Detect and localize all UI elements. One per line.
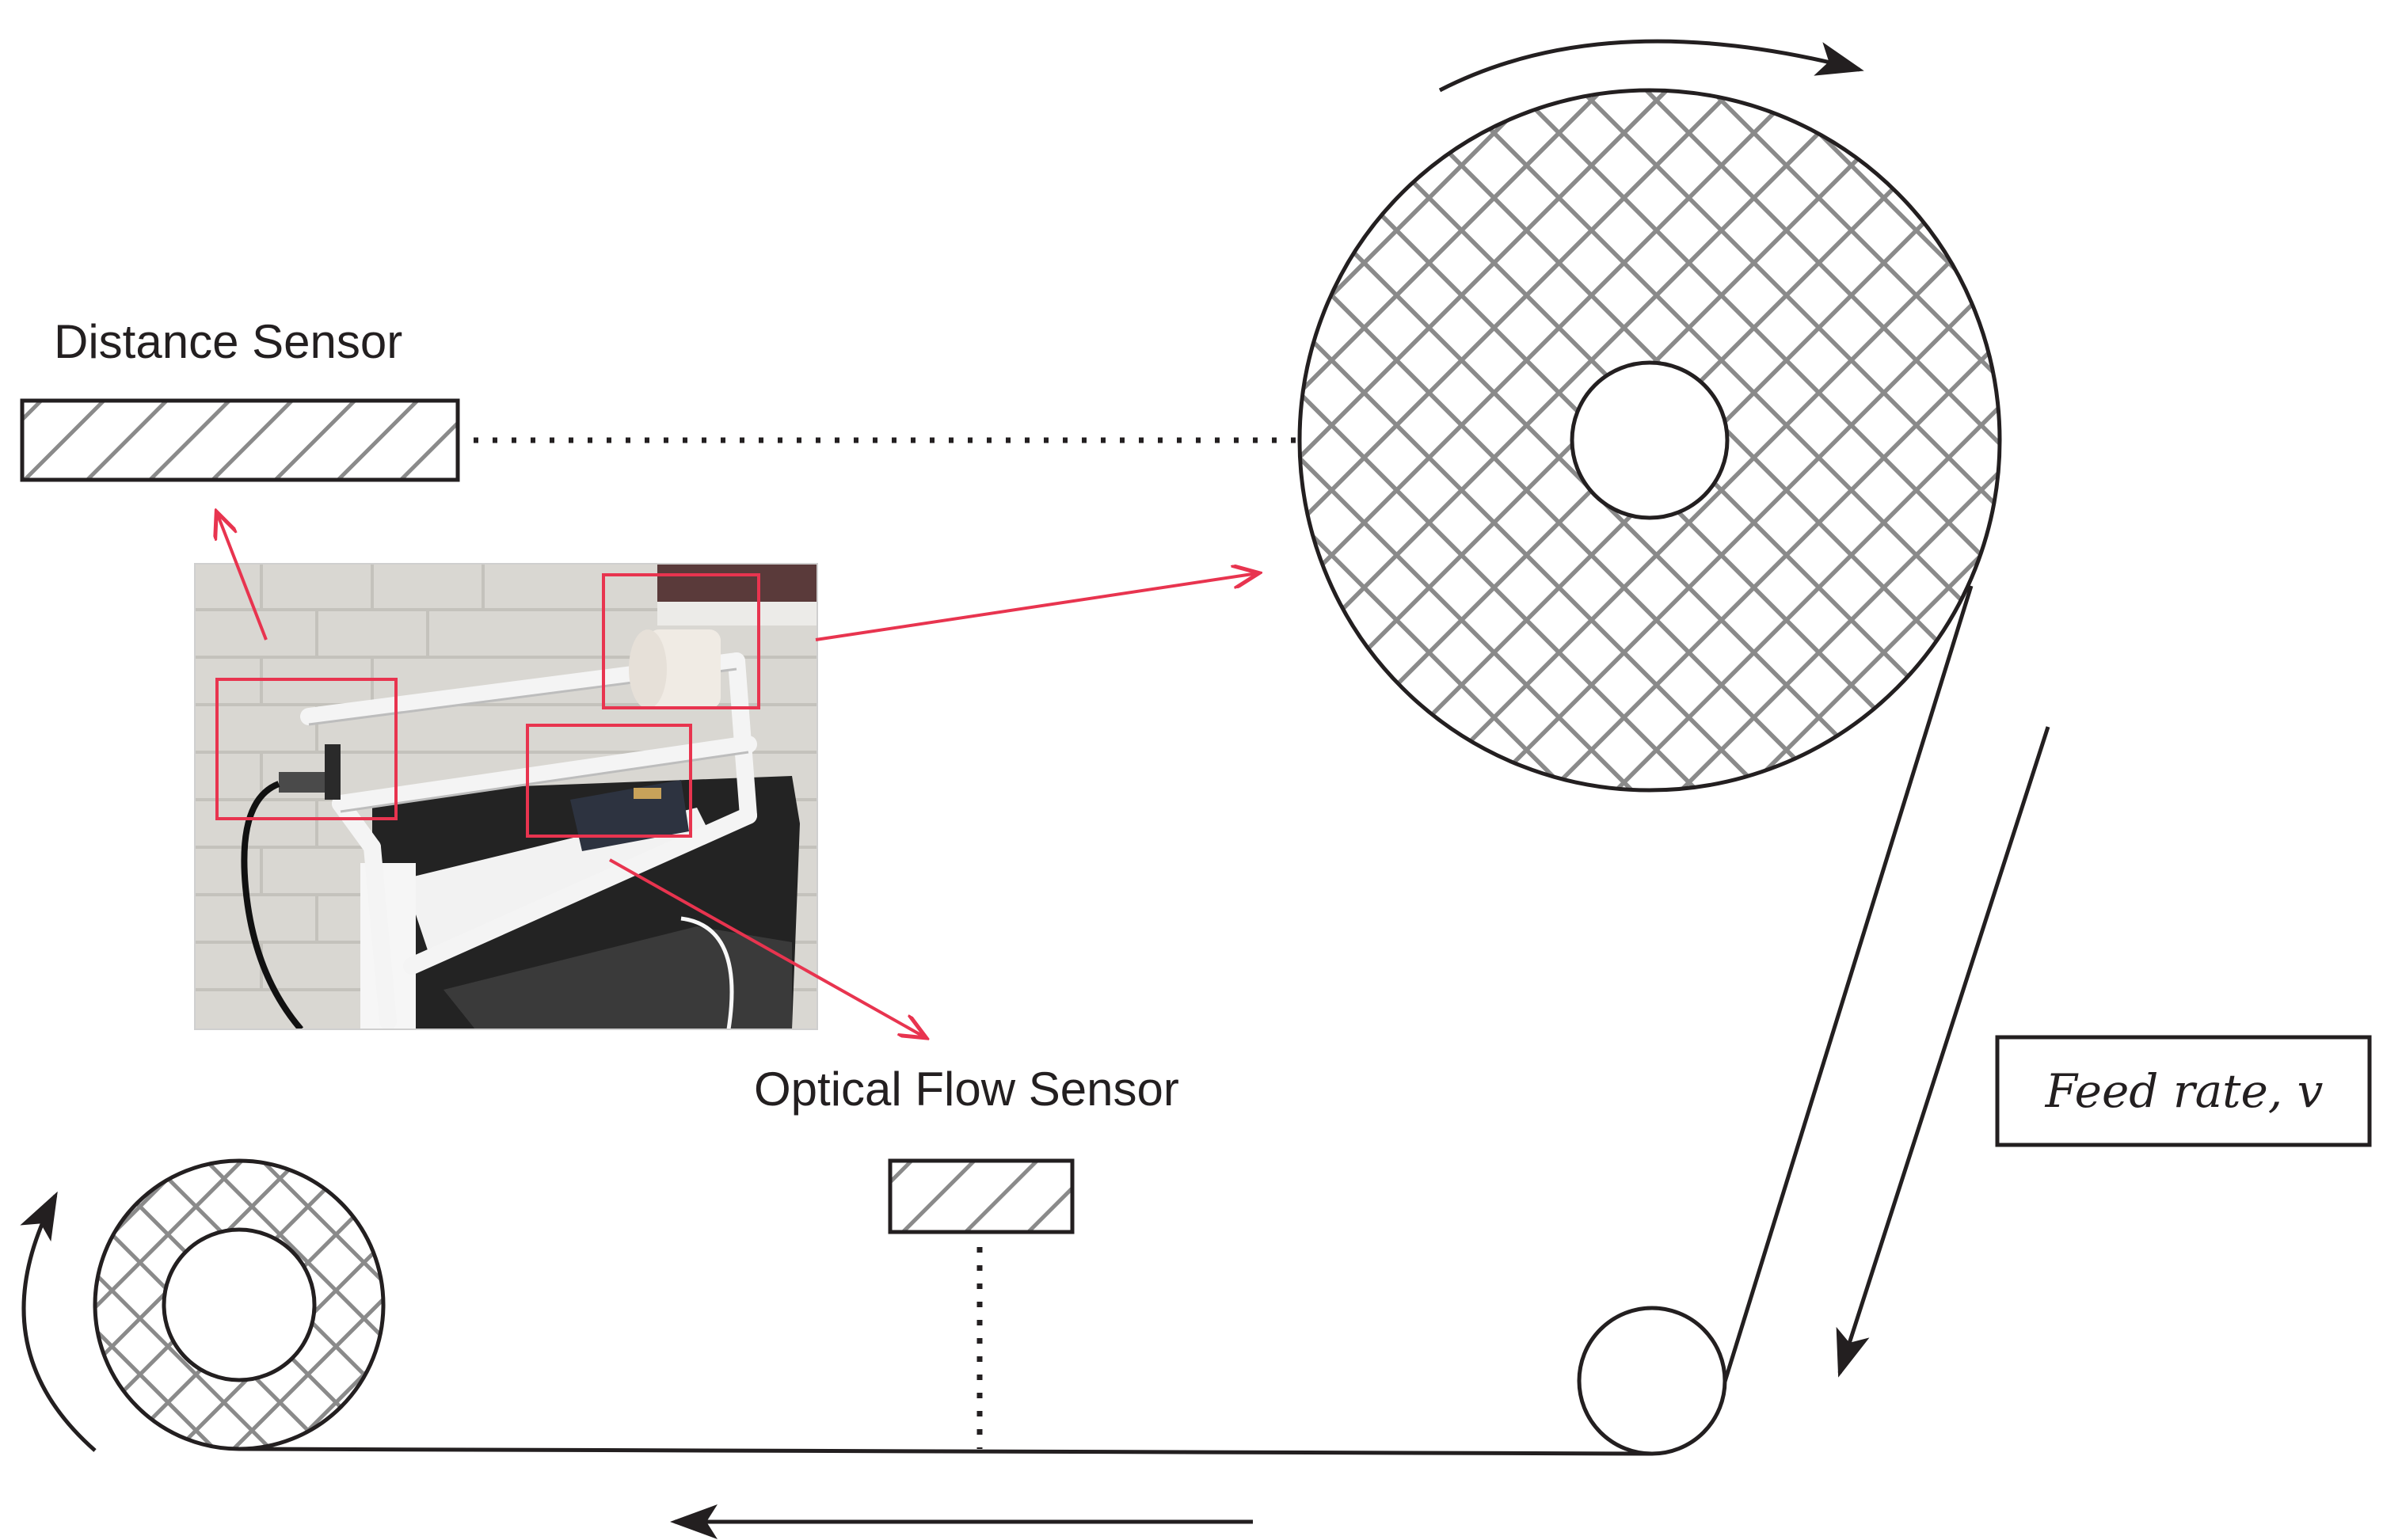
- guide-roller: [1577, 1306, 1727, 1456]
- optical-flow-sensor-label: Optical Flow Sensor: [754, 1063, 1179, 1116]
- take-up-roll-rotation-arrow: [20, 1191, 97, 1452]
- supply-roll-rotation-arrow: [1438, 39, 1864, 93]
- distance-sensor-body: [20, 398, 460, 482]
- distance-sensor: Distance Sensor: [20, 315, 1299, 482]
- supply-roll: [1297, 88, 2002, 793]
- photo-callouts: [217, 513, 1258, 1037]
- feed-rate-box: Feed rate, v: [1995, 1035, 2372, 1147]
- callout-box-optical-flow-sensor: [526, 724, 692, 838]
- callout-box-supply-roll: [602, 573, 760, 709]
- motion-arrows: [20, 39, 2050, 1539]
- distance-sensor-label: Distance Sensor: [54, 315, 402, 368]
- test-rig-photo-frame: [194, 563, 818, 1030]
- web-path: [238, 585, 1974, 1456]
- take-up-roll: [93, 1158, 386, 1451]
- test-rig-photo: [195, 564, 817, 1029]
- callout-arrow-distance-sensor: [217, 513, 268, 641]
- feed-direction-arrow: [1836, 726, 2050, 1378]
- optical-flow-sensor: Optical Flow Sensor: [754, 1063, 1179, 1449]
- callout-box-distance-sensor: [215, 678, 398, 820]
- callout-arrow-optical-flow-sensor: [609, 858, 925, 1037]
- optical-flow-sensor-body: [888, 1158, 1075, 1234]
- callout-arrow-supply-roll: [815, 573, 1258, 641]
- feed-rate-label: Feed rate, v: [2045, 1064, 2324, 1118]
